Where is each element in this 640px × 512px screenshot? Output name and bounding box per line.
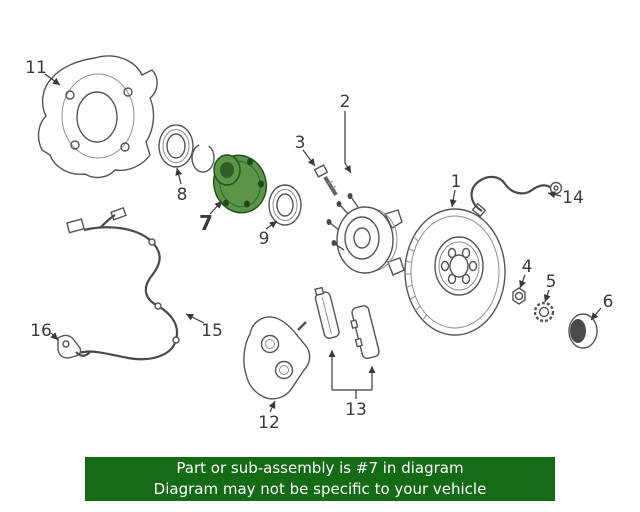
callout-11[interactable]: 11 (25, 58, 47, 78)
callout-labels: 1 2 3 4 5 6 7 8 9 11 12 13 14 15 16 (25, 58, 613, 433)
callout-16[interactable]: 16 (30, 321, 52, 341)
part-abs-sensor (57, 334, 91, 359)
callout-12[interactable]: 12 (258, 413, 280, 433)
part-abs-wire (66, 206, 180, 361)
banner-line-2: Diagram may not be specific to your vehi… (153, 480, 487, 498)
callout-9[interactable]: 9 (259, 229, 270, 249)
part-nut (512, 287, 526, 305)
callout-8[interactable]: 8 (177, 185, 188, 205)
part-bearing (158, 124, 215, 173)
callout-1[interactable]: 1 (451, 172, 462, 192)
callout-2[interactable]: 2 (340, 92, 351, 112)
part-seal (268, 184, 302, 226)
part-hub-highlighted (212, 154, 268, 214)
part-knuckle-assembly (326, 193, 405, 276)
callout-4[interactable]: 4 (522, 257, 533, 277)
callout-13[interactable]: 13 (345, 400, 367, 420)
callout-15[interactable]: 15 (201, 321, 223, 341)
callout-7[interactable]: 7 (199, 211, 213, 235)
rotor-vent-hatching (405, 237, 428, 320)
callout-14[interactable]: 14 (562, 188, 584, 208)
callout-3[interactable]: 3 (295, 133, 306, 153)
callout-6[interactable]: 6 (603, 292, 614, 312)
part-bolt (313, 164, 338, 197)
callout-5[interactable]: 5 (546, 272, 557, 292)
leader-lines (44, 73, 602, 413)
part-grease-cap (568, 313, 598, 349)
disclaimer-banner: Part or sub-assembly is #7 in diagram Di… (85, 457, 555, 501)
part-brake-hose (470, 175, 563, 218)
part-brake-pads (314, 286, 380, 360)
part-lock-washer (533, 301, 555, 323)
banner-line-1: Part or sub-assembly is #7 in diagram (176, 459, 464, 477)
part-rotor (404, 208, 506, 336)
part-dust-shield (37, 55, 158, 179)
part-caliper (243, 316, 311, 400)
